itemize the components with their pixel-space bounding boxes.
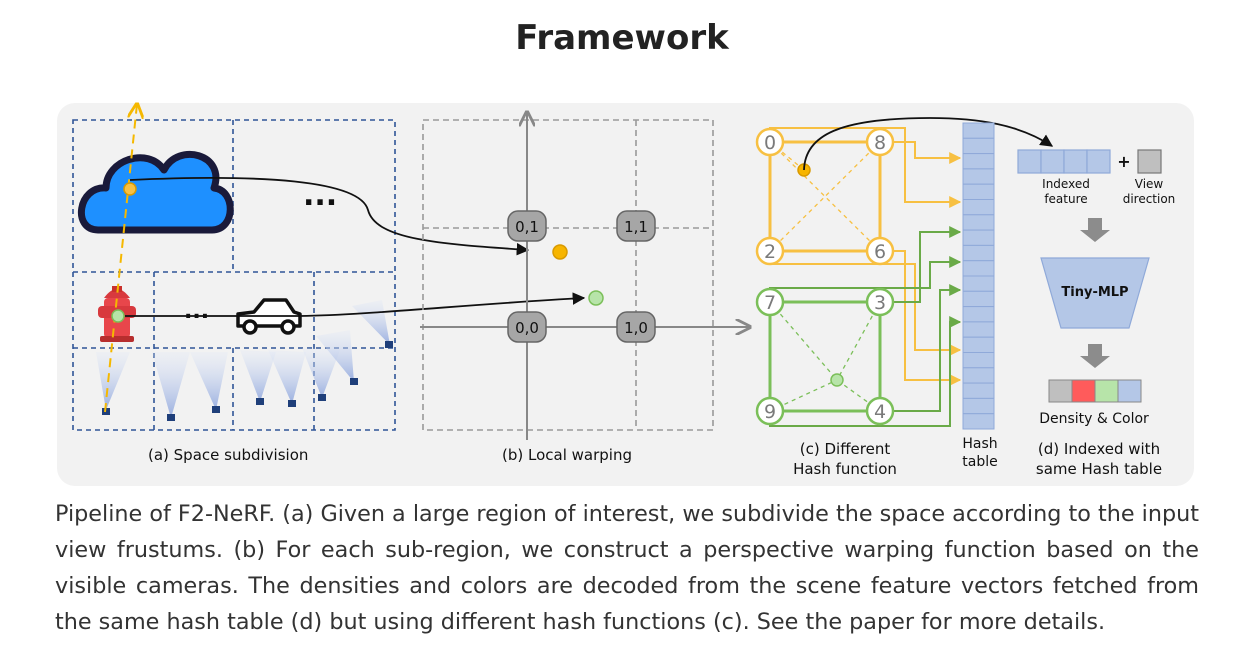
indexed-feature-vector xyxy=(1017,149,1111,174)
warped-point-green xyxy=(588,290,604,306)
hash-table-cell xyxy=(962,413,995,430)
node-1-1: 1,1 xyxy=(616,210,656,242)
hash-table-cell xyxy=(962,214,995,231)
hash-table-cell xyxy=(962,260,995,277)
sample-point-yellow xyxy=(123,182,137,196)
svg-text:9: 9 xyxy=(764,401,776,423)
lookup-arrow xyxy=(803,117,1054,171)
svg-text:0,1: 0,1 xyxy=(515,218,539,236)
indexed-feature-label-line2: feature xyxy=(1044,192,1087,206)
svg-text:0,0: 0,0 xyxy=(515,319,539,337)
svg-text:1,0: 1,0 xyxy=(624,319,648,337)
car-icon xyxy=(236,298,302,335)
tiny-mlp-block xyxy=(1040,257,1150,329)
view-direction-label-line2: direction xyxy=(1123,192,1176,206)
space-subdivision-panel: ... ... (a) Space subdivision xyxy=(72,104,396,464)
hash-table-cell xyxy=(962,229,995,246)
hash-table-cell xyxy=(962,290,995,308)
svg-text:6: 6 xyxy=(874,241,886,263)
hash-node-8: 8 xyxy=(865,127,895,157)
panel-c-label-line1: (c) Different xyxy=(800,440,891,458)
warped-point-yellow xyxy=(552,244,568,260)
svg-text:3: 3 xyxy=(874,292,886,314)
hash-table-cell xyxy=(962,168,995,185)
hash-table-cell xyxy=(962,183,995,200)
hash-table-cell xyxy=(962,199,995,216)
plus-sign: + xyxy=(1117,152,1130,171)
query-point-green xyxy=(830,373,844,387)
indexed-feature-label-line1: Indexed xyxy=(1042,177,1090,191)
svg-text:0: 0 xyxy=(764,132,776,154)
hash-node-2: 2 xyxy=(755,236,785,266)
hash-table-cell xyxy=(962,275,995,292)
figure-caption: Pipeline of F2-NeRF. (a) Given a large r… xyxy=(55,501,1199,635)
octree-grid xyxy=(72,119,396,431)
cloud-icon xyxy=(78,150,234,234)
hash-table-cell xyxy=(962,137,995,155)
hash-table-cell xyxy=(962,397,995,415)
local-warping-panel: 0,1 1,1 0,0 1,0 (b) Local warping xyxy=(420,112,750,464)
hash-node-6: 6 xyxy=(865,236,895,266)
sample-point-green xyxy=(111,309,125,323)
svg-text:8: 8 xyxy=(874,132,886,154)
hash-table-cell xyxy=(962,244,995,262)
tiny-mlp-label: Tiny-MLP xyxy=(1061,285,1128,300)
hash-table-label-line2: table xyxy=(962,454,997,470)
view-direction-label-line1: View xyxy=(1135,177,1164,191)
hash-table-cell xyxy=(962,321,995,338)
hash-node-7: 7 xyxy=(755,287,785,317)
hash-table-cell xyxy=(962,122,995,139)
hash-function-panel: 0 8 2 6 7 3 9 4 xyxy=(755,127,962,478)
panel-b-label: (b) Local warping xyxy=(502,446,632,464)
panel-d-label-line1: (d) Indexed with xyxy=(1038,440,1160,458)
page-title: Framework xyxy=(515,18,729,58)
hash-table-cell xyxy=(962,306,995,323)
node-1-0: 1,0 xyxy=(616,311,656,343)
density-color-label: Density & Color xyxy=(1039,411,1149,427)
warp-arrow-yellow xyxy=(129,177,530,256)
panel-background xyxy=(57,103,1194,486)
panel-d-label-line2: same Hash table xyxy=(1036,460,1162,478)
warp-grid xyxy=(422,119,714,431)
hash-table-cell xyxy=(962,367,995,384)
arrow-down-icon-2 xyxy=(1080,344,1110,368)
view-direction-cell xyxy=(1137,149,1162,174)
density-color-output xyxy=(1048,379,1142,403)
hash-node-3: 3 xyxy=(865,287,895,317)
hash-table-cell xyxy=(962,336,995,354)
svg-text:4: 4 xyxy=(874,401,886,423)
node-0-0: 0,0 xyxy=(507,311,547,343)
hash-node-0: 0 xyxy=(755,127,785,157)
svg-text:2: 2 xyxy=(764,241,776,263)
node-0-1: 0,1 xyxy=(507,210,547,242)
svg-text:7: 7 xyxy=(764,292,776,314)
hash-table-cell xyxy=(962,352,995,369)
hash-table xyxy=(962,122,995,430)
panel-c-label-line2: Hash function xyxy=(793,460,897,478)
svg-text:1,1: 1,1 xyxy=(624,218,648,236)
ellipsis-small: ... xyxy=(184,299,209,324)
hash-node-4: 4 xyxy=(865,396,895,426)
panel-a-label: (a) Space subdivision xyxy=(148,446,308,464)
hash-table-cell xyxy=(962,153,995,170)
hash-table-label-line1: Hash xyxy=(962,436,997,452)
warp-arrow-green xyxy=(125,292,586,317)
hash-node-9: 9 xyxy=(755,396,785,426)
hash-table-cell xyxy=(962,382,995,399)
sample-ray xyxy=(104,104,137,413)
camera-frustums xyxy=(96,300,393,421)
arrow-down-icon xyxy=(1080,218,1110,242)
decoder-panel: + Indexed feature View direction Tiny-ML… xyxy=(1017,149,1176,478)
